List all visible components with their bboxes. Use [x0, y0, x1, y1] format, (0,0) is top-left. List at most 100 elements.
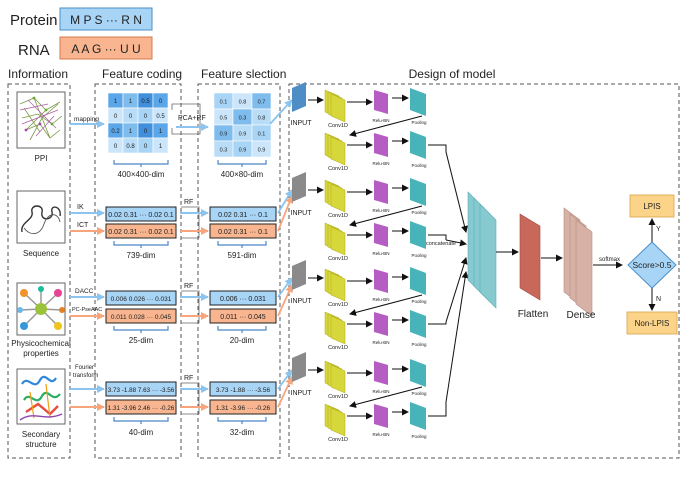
- relu-bn-layer: [374, 312, 388, 336]
- ppi-dim: 400×400-dim: [118, 170, 165, 179]
- conv1d-feature-map: [330, 183, 346, 213]
- secondary-dim: 40-dim: [129, 428, 154, 437]
- sequence-selector: RF: [184, 199, 193, 206]
- rna-legend-box: [59, 36, 153, 60]
- secondary-method-2: transform: [73, 373, 98, 379]
- sequence-protein-selected-text: 0.02 0.31 ··· 0.1: [218, 212, 268, 219]
- ppi-matrix-value: 0.5: [156, 114, 165, 120]
- feature-coding-frame: [94, 83, 182, 459]
- ppi-matrix-value: 0: [159, 99, 163, 105]
- rna-legend-label: RNA: [18, 42, 50, 59]
- relu-bn-label: Relu-BN: [372, 297, 389, 302]
- ppi-matrix-value: 1: [159, 144, 163, 150]
- conv1d-feature-map: [330, 315, 346, 345]
- ppi-matrix-value: 0.2: [111, 129, 120, 135]
- sequence-selected-dim: 591-dim: [228, 251, 257, 260]
- relu-bn-layer: [374, 133, 388, 157]
- sequence-rna-selected-text: 0.02 0.31 ··· 0.1: [218, 229, 268, 236]
- secondary-selected-dim: 32-dim: [230, 428, 255, 437]
- conv1d-feature-map: [330, 364, 346, 394]
- ppi-matrix-value: 1: [159, 129, 163, 135]
- physicochemical-label-1: Physicochemical: [11, 339, 71, 348]
- ppi-selected-value: 0.9: [220, 132, 228, 138]
- ppi-selected-value: 0.7: [258, 100, 266, 106]
- pooling-layer: [410, 267, 426, 295]
- conv1d-feature-map: [330, 272, 346, 302]
- relu-bn-label: Relu-BN: [372, 208, 389, 213]
- ppi-selected-value: 0.8: [258, 116, 266, 122]
- header-information: Information: [8, 67, 68, 81]
- conv1d-label: Conv1D: [328, 213, 348, 219]
- pooling-label: Pooling: [411, 253, 427, 258]
- relu-bn-label: Relu-BN: [372, 118, 389, 123]
- conv1d-label: Conv1D: [328, 302, 348, 308]
- ppi-selected-value: 0.9: [258, 148, 266, 154]
- sequence-method-bottom: ICT: [77, 222, 89, 229]
- input-layer: [292, 172, 306, 202]
- positive-result: [629, 194, 675, 218]
- softmax-label: softmax: [599, 257, 620, 263]
- secondary-protein-vector-text: 3.73 -1.88 7.63 ··· -3.56: [108, 387, 175, 394]
- protein-structure-icon: [19, 375, 63, 421]
- protein-legend-box: [59, 7, 153, 31]
- header-design: Design of model: [409, 67, 496, 81]
- ppi-network-icon: [19, 96, 63, 141]
- relu-bn-layer: [374, 404, 388, 428]
- input-layer: [292, 260, 306, 290]
- ppi-matrix-value: 1: [129, 99, 133, 105]
- input-layer: [292, 82, 306, 112]
- header-feature-selection: Feature slection: [201, 67, 286, 81]
- pooling-label: Pooling: [411, 391, 427, 396]
- conv1d-feature-map: [330, 226, 346, 256]
- sequence-protein-vector: [105, 206, 177, 222]
- conv1d-label: Conv1D: [328, 394, 348, 400]
- pooling-label: Pooling: [411, 434, 427, 439]
- sequence-rna-selected: [209, 223, 277, 239]
- ppi-matrix-value: 1: [129, 129, 133, 135]
- secondary-method-1: Fourier: [75, 365, 94, 371]
- ppi-matrix-value: 0: [144, 144, 148, 150]
- sequence-image: [16, 190, 66, 244]
- physicochemical-method-bottom: PC-PseAAC: [72, 307, 102, 313]
- physicochemical-label-2: properties: [23, 349, 59, 358]
- sequence-dim: 739-dim: [127, 251, 156, 260]
- secondary-rna-selected-text: 1.31 -3.96 ··· -0.26: [216, 405, 271, 412]
- pooling-label: Pooling: [411, 342, 427, 347]
- ppi-selected-value: 0.9: [239, 148, 247, 154]
- ppi-method: mapping: [74, 116, 99, 123]
- secondary-selector: RF: [184, 375, 193, 382]
- conv1d-label: Conv1D: [328, 437, 348, 443]
- ppi-matrix-value: 0: [144, 114, 148, 120]
- physicochemical-rna-vector: [105, 308, 177, 324]
- input-layer: [292, 352, 306, 382]
- input-label: INPUT: [291, 298, 313, 305]
- ppi-matrix-value: 0.5: [141, 99, 150, 105]
- ppi-label: PPI: [35, 154, 48, 163]
- relu-bn-layer: [374, 223, 388, 247]
- secondary-label-1: Secondary: [22, 430, 60, 439]
- pooling-layer: [410, 310, 426, 338]
- header-feature-coding: Feature coding: [102, 67, 182, 81]
- protein-legend-label: Protein: [10, 12, 58, 29]
- pooling-layer: [410, 178, 426, 206]
- secondary-protein-selected-text: 3.73 -1.88 ··· -3.56: [216, 387, 271, 394]
- relu-bn-layer: [374, 90, 388, 114]
- relu-bn-label: Relu-BN: [372, 251, 389, 256]
- pooling-label: Pooling: [411, 299, 427, 304]
- information-frame: [7, 83, 71, 459]
- no-label: N: [656, 296, 661, 303]
- physicochemical-selector: RF: [184, 283, 193, 290]
- relu-bn-layer: [374, 269, 388, 293]
- ppi-selected-value: 0.8: [239, 100, 247, 106]
- sequence-protein-selected: [209, 206, 277, 222]
- sequence-method-top: IK: [77, 204, 84, 211]
- pooling-label: Pooling: [411, 163, 427, 168]
- physicochemical-rna-selected: [209, 308, 277, 324]
- ppi-selected-cell: [251, 140, 272, 158]
